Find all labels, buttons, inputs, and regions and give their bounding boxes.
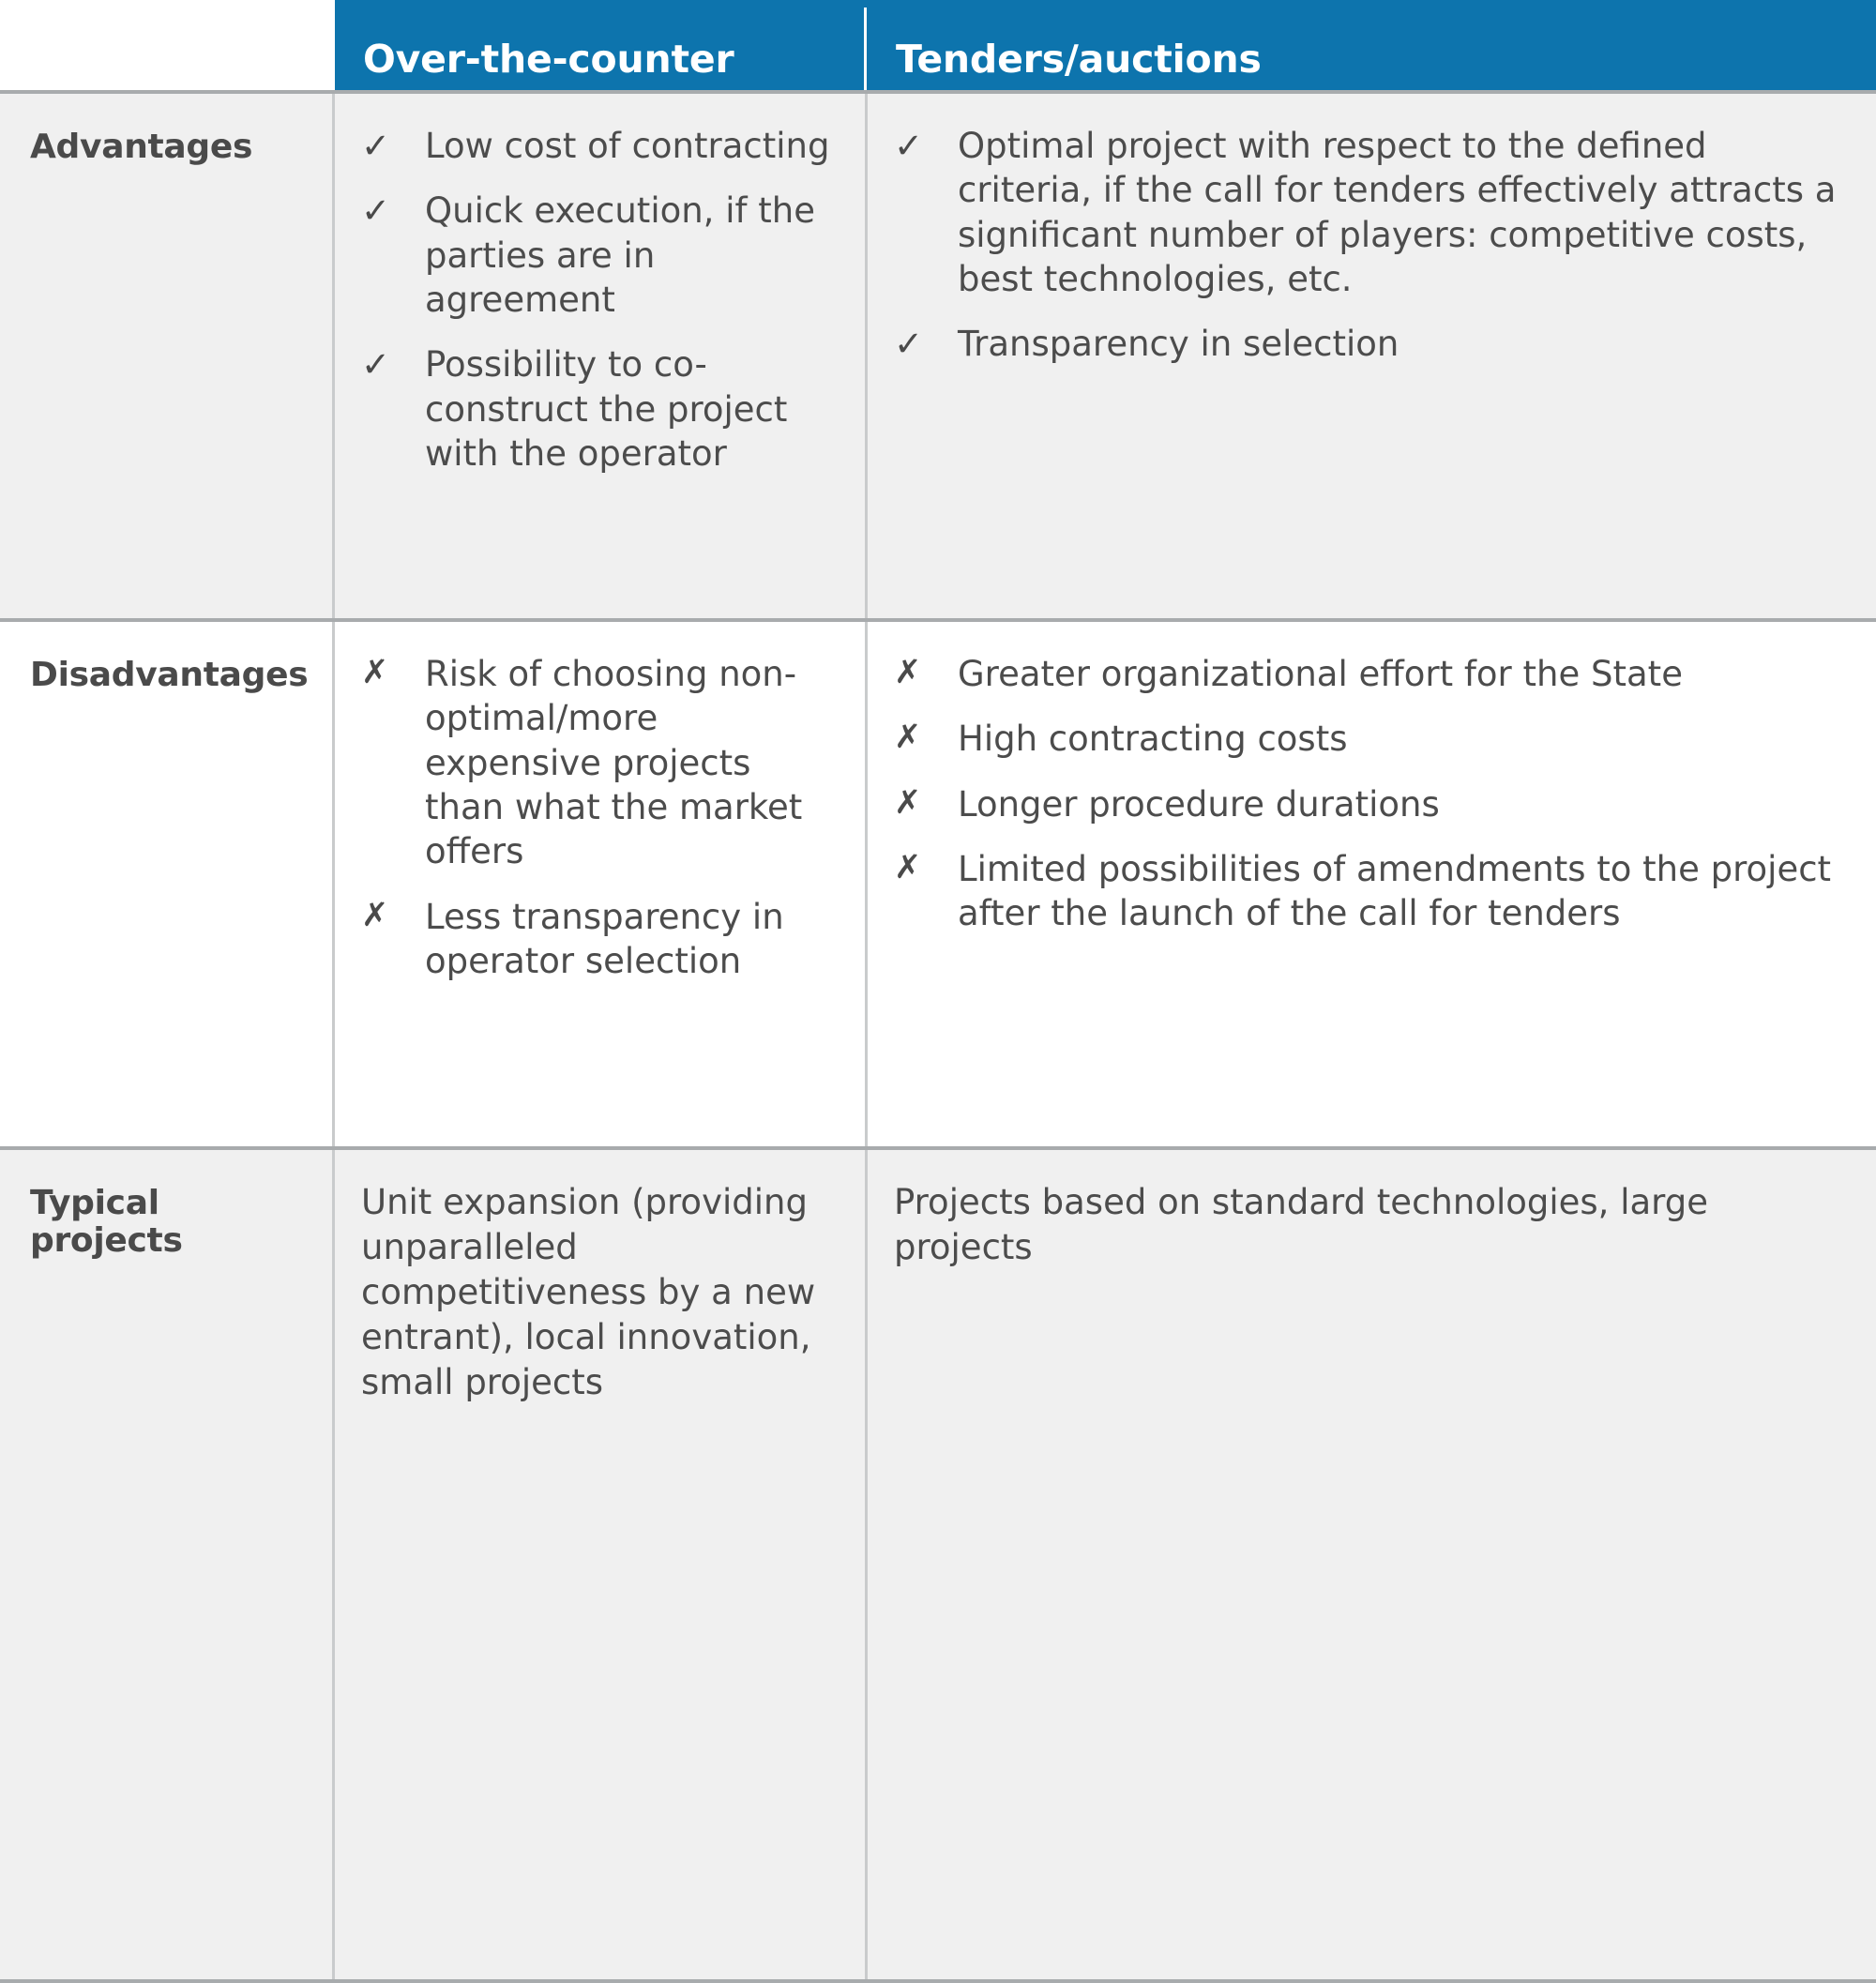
list-item-text: Quick execution, if the parties are in a… xyxy=(425,190,815,321)
cross-icon: ✗ xyxy=(894,719,922,757)
list-item-text: Greater organizational effort for the St… xyxy=(958,654,1683,694)
list-item-text: High contracting costs xyxy=(958,719,1348,760)
list-item: ✗ Greater organizational effort for the … xyxy=(894,652,1852,696)
table-body: Advantages ✓ Low cost of contracting ✓ Q… xyxy=(0,90,1876,1983)
bullet-list: ✓ Optimal project with respect to the de… xyxy=(894,124,1852,367)
list-item-text: Transparency in selection xyxy=(958,324,1399,365)
table-row-advantages: Advantages ✓ Low cost of contracting ✓ Q… xyxy=(0,90,1876,618)
table-header-row: Over-the-counter Tenders/auctions xyxy=(0,0,1876,90)
cell-disadvantages-over-the-counter: ✗ Risk of choosing non-optimal/more expe… xyxy=(335,622,868,1146)
row-header-advantages-label: Advantages xyxy=(30,128,253,166)
table-row-typical-projects: Typical projects Unit expansion (providi… xyxy=(0,1146,1876,1983)
list-item-text: Risk of choosing non-optimal/more expens… xyxy=(425,654,803,872)
column-header-tenders-auctions: Tenders/auctions xyxy=(868,0,1876,90)
list-item-text: Optimal project with respect to the defi… xyxy=(958,126,1837,300)
cell-advantages-over-the-counter: ✓ Low cost of contracting ✓ Quick execut… xyxy=(335,94,868,618)
cell-advantages-tenders-auctions: ✓ Optimal project with respect to the de… xyxy=(868,94,1876,618)
check-icon: ✓ xyxy=(894,126,924,166)
list-item: ✓ Optimal project with respect to the de… xyxy=(894,124,1852,301)
cross-icon: ✗ xyxy=(361,896,389,934)
list-item: ✗ High contracting costs xyxy=(894,717,1852,761)
table-row-disadvantages: Disadvantages ✗ Risk of choosing non-opt… xyxy=(0,618,1876,1146)
cross-icon: ✗ xyxy=(894,849,922,887)
check-icon: ✓ xyxy=(361,190,391,232)
row-header-advantages: Advantages xyxy=(0,94,335,618)
list-item: ✓ Low cost of contracting xyxy=(361,124,840,168)
header-corner-blank xyxy=(0,0,335,90)
check-icon: ✓ xyxy=(361,126,391,166)
list-item: ✗ Limited possibilities of amendments to… xyxy=(894,847,1852,936)
check-icon: ✓ xyxy=(894,324,924,365)
cell-text: Unit expansion (providing unparalleled c… xyxy=(361,1182,816,1403)
list-item-text: Limited possibilities of amendments to t… xyxy=(958,849,1832,934)
list-item: ✗ Less transparency in operator selectio… xyxy=(361,895,840,984)
list-item-text: Longer procedure durations xyxy=(958,783,1440,825)
list-item: ✓ Possibility to co-construct the projec… xyxy=(361,342,840,476)
bullet-list: ✓ Low cost of contracting ✓ Quick execut… xyxy=(361,124,840,477)
cell-typical-projects-tenders-auctions: Projects based on standard technologies,… xyxy=(868,1150,1876,1979)
cell-text: Projects based on standard technologies,… xyxy=(894,1182,1708,1268)
header-column-divider xyxy=(863,0,868,90)
list-item: ✗ Longer procedure durations xyxy=(894,782,1852,826)
cross-icon: ✗ xyxy=(361,654,389,691)
list-item-text: Possibility to co-construct the project … xyxy=(425,344,788,475)
column-header-over-the-counter-label: Over-the-counter xyxy=(363,37,734,82)
row-header-typical-projects-label: Typical projects xyxy=(30,1184,183,1261)
list-item-text: Less transparency in operator selection xyxy=(425,896,784,982)
cell-typical-projects-over-the-counter: Unit expansion (providing unparalleled c… xyxy=(335,1150,868,1979)
row-header-disadvantages-label: Disadvantages xyxy=(30,656,309,694)
list-item: ✗ Risk of choosing non-optimal/more expe… xyxy=(361,652,840,874)
cross-icon: ✗ xyxy=(894,654,922,691)
cross-icon: ✗ xyxy=(894,783,922,822)
list-item: ✓ Transparency in selection xyxy=(894,322,1852,366)
row-header-disadvantages: Disadvantages xyxy=(0,622,335,1146)
check-icon: ✓ xyxy=(361,344,391,386)
cell-disadvantages-tenders-auctions: ✗ Greater organizational effort for the … xyxy=(868,622,1876,1146)
bullet-list: ✗ Risk of choosing non-optimal/more expe… xyxy=(361,652,840,984)
column-header-tenders-auctions-label: Tenders/auctions xyxy=(896,37,1262,82)
list-item-text: Low cost of contracting xyxy=(425,126,830,166)
bullet-list: ✗ Greater organizational effort for the … xyxy=(894,652,1852,936)
column-header-over-the-counter: Over-the-counter xyxy=(335,0,863,90)
row-header-typical-projects: Typical projects xyxy=(0,1150,335,1979)
list-item: ✓ Quick execution, if the parties are in… xyxy=(361,189,840,322)
